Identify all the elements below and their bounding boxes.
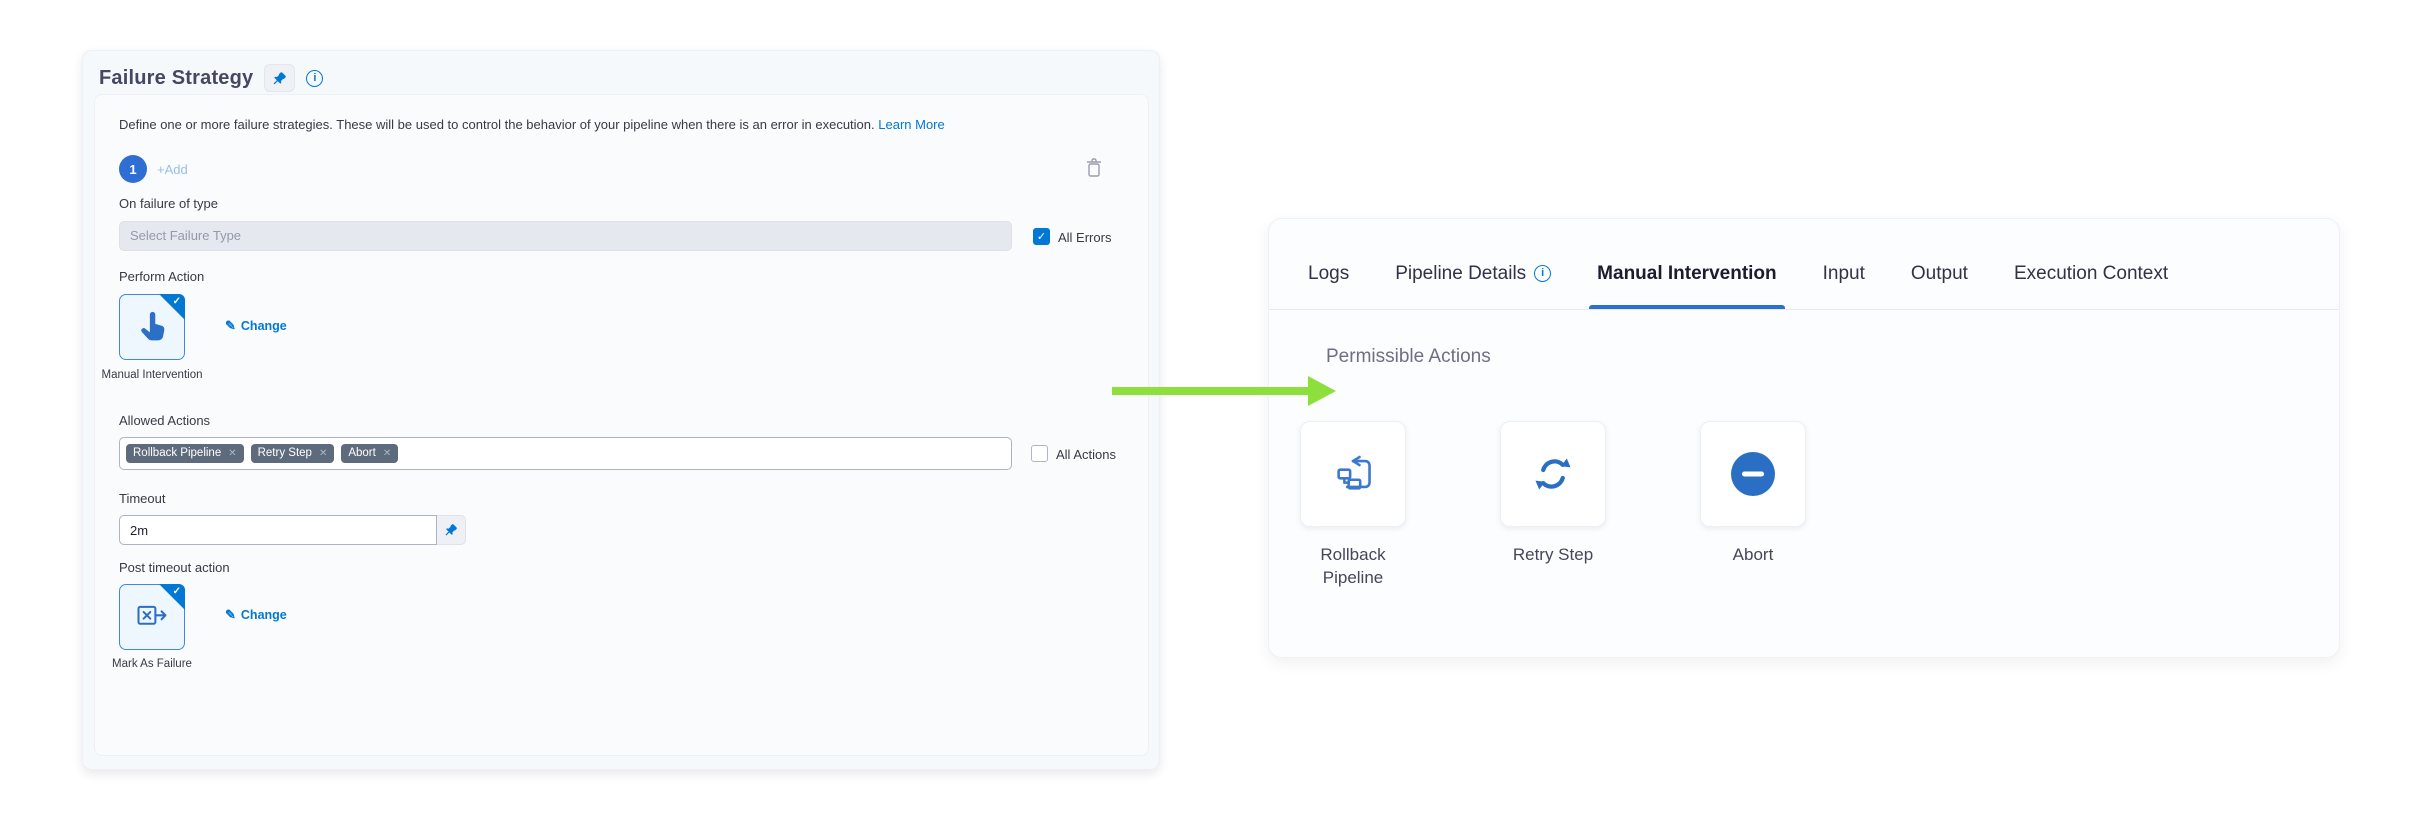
action-abort: Abort: [1700, 421, 1806, 590]
action-label: Retry Step: [1512, 545, 1594, 564]
tag-close-icon[interactable]: ✕: [382, 447, 392, 459]
manual-intervention-icon: [141, 311, 165, 341]
delete-strategy-button[interactable]: [1084, 157, 1104, 179]
annotation-arrow: [1112, 387, 1310, 395]
execution-detail-panel: Logs Pipeline Details i Manual Intervent…: [1268, 218, 2340, 658]
all-actions-label: All Actions: [1056, 447, 1116, 462]
change-post-timeout-button[interactable]: ✎ Change: [225, 607, 287, 622]
tab-input[interactable]: Input: [1822, 263, 1865, 284]
rollback-pipeline-icon: [1337, 455, 1371, 490]
tab-output[interactable]: Output: [1910, 263, 1968, 284]
tag-close-icon[interactable]: ✕: [228, 447, 237, 459]
tag-retry-step[interactable]: Retry Step ✕: [250, 444, 335, 463]
retry-step-button[interactable]: [1500, 421, 1606, 527]
abort-button[interactable]: [1700, 421, 1806, 527]
tab-execution-context[interactable]: Execution Context: [2013, 263, 2169, 284]
all-errors-checkbox[interactable]: ✓: [1033, 228, 1050, 245]
change-action-button[interactable]: ✎ Change: [225, 318, 287, 333]
pin-button[interactable]: [264, 64, 296, 92]
trash-icon: [1087, 158, 1101, 177]
info-icon[interactable]: i: [306, 69, 324, 87]
abort-icon: [1731, 452, 1775, 496]
timeout-pin-button[interactable]: [437, 515, 466, 545]
all-errors-label: All Errors: [1058, 230, 1112, 245]
tab-logs[interactable]: Logs: [1308, 263, 1350, 284]
post-timeout-label: Post timeout action: [119, 560, 230, 575]
permissible-actions-heading: Permissible Actions: [1326, 346, 1491, 367]
learn-more-link[interactable]: Learn More: [878, 117, 945, 132]
permissible-actions-row: Rollback Pipeline Retry Step Abort: [1300, 421, 1806, 590]
perform-action-label: Perform Action: [119, 269, 205, 284]
action-retry-step: Retry Step: [1500, 421, 1606, 590]
allowed-actions-input[interactable]: Rollback Pipeline ✕ Retry Step ✕ Abort ✕: [119, 437, 1012, 470]
tag-close-icon[interactable]: ✕: [318, 447, 328, 459]
action-label: Abort: [1732, 545, 1774, 564]
annotation-arrow-head: [1308, 376, 1336, 406]
perform-action-thumbnail[interactable]: ✓: [119, 294, 185, 360]
pencil-icon: ✎: [225, 607, 236, 622]
selected-check-icon: ✓: [172, 296, 181, 307]
pin-icon: [445, 524, 457, 536]
tab-pipeline-details[interactable]: Pipeline Details i: [1395, 263, 1552, 285]
page-title: Failure Strategy: [99, 66, 254, 89]
tag-abort[interactable]: Abort ✕: [341, 444, 399, 463]
strategy-index-badge[interactable]: 1: [119, 155, 147, 183]
failure-strategy-form: Define one or more failure strategies. T…: [94, 94, 1149, 756]
on-failure-label: On failure of type: [119, 196, 218, 211]
action-rollback-pipeline: Rollback Pipeline: [1300, 421, 1406, 590]
add-strategy-button[interactable]: +Add: [157, 162, 188, 177]
selected-check-icon: ✓: [172, 586, 181, 597]
pin-icon: [274, 71, 287, 84]
perform-action-value: Manual Intervention: [101, 369, 203, 381]
allowed-actions-label: Allowed Actions: [119, 413, 211, 428]
pencil-icon: ✎: [225, 318, 236, 333]
post-timeout-thumbnail[interactable]: ✓: [119, 584, 185, 650]
action-label: Rollback Pipeline: [1320, 545, 1386, 587]
timeout-label: Timeout: [119, 491, 166, 506]
tab-manual-intervention[interactable]: Manual Intervention: [1589, 263, 1786, 309]
selected-corner: [159, 294, 185, 320]
failure-strategy-card: Failure Strategy i Define one or more fa…: [82, 50, 1160, 770]
failure-strategy-header: Failure Strategy i: [83, 51, 1159, 92]
rollback-pipeline-button[interactable]: [1300, 421, 1406, 527]
tab-bar: Logs Pipeline Details i Manual Intervent…: [1269, 219, 2339, 310]
tag-rollback-pipeline[interactable]: Rollback Pipeline ✕: [126, 444, 244, 463]
selected-corner: [159, 584, 185, 610]
timeout-input[interactable]: [119, 515, 437, 545]
failure-type-select[interactable]: Select Failure Type: [119, 221, 1012, 251]
all-actions-checkbox[interactable]: [1031, 445, 1048, 462]
info-icon[interactable]: i: [1534, 264, 1552, 282]
description-text: Define one or more failure strategies. T…: [119, 117, 945, 132]
mark-as-failure-icon: [137, 605, 167, 625]
retry-step-icon: [1535, 458, 1571, 490]
post-timeout-value: Mark As Failure: [112, 658, 192, 670]
